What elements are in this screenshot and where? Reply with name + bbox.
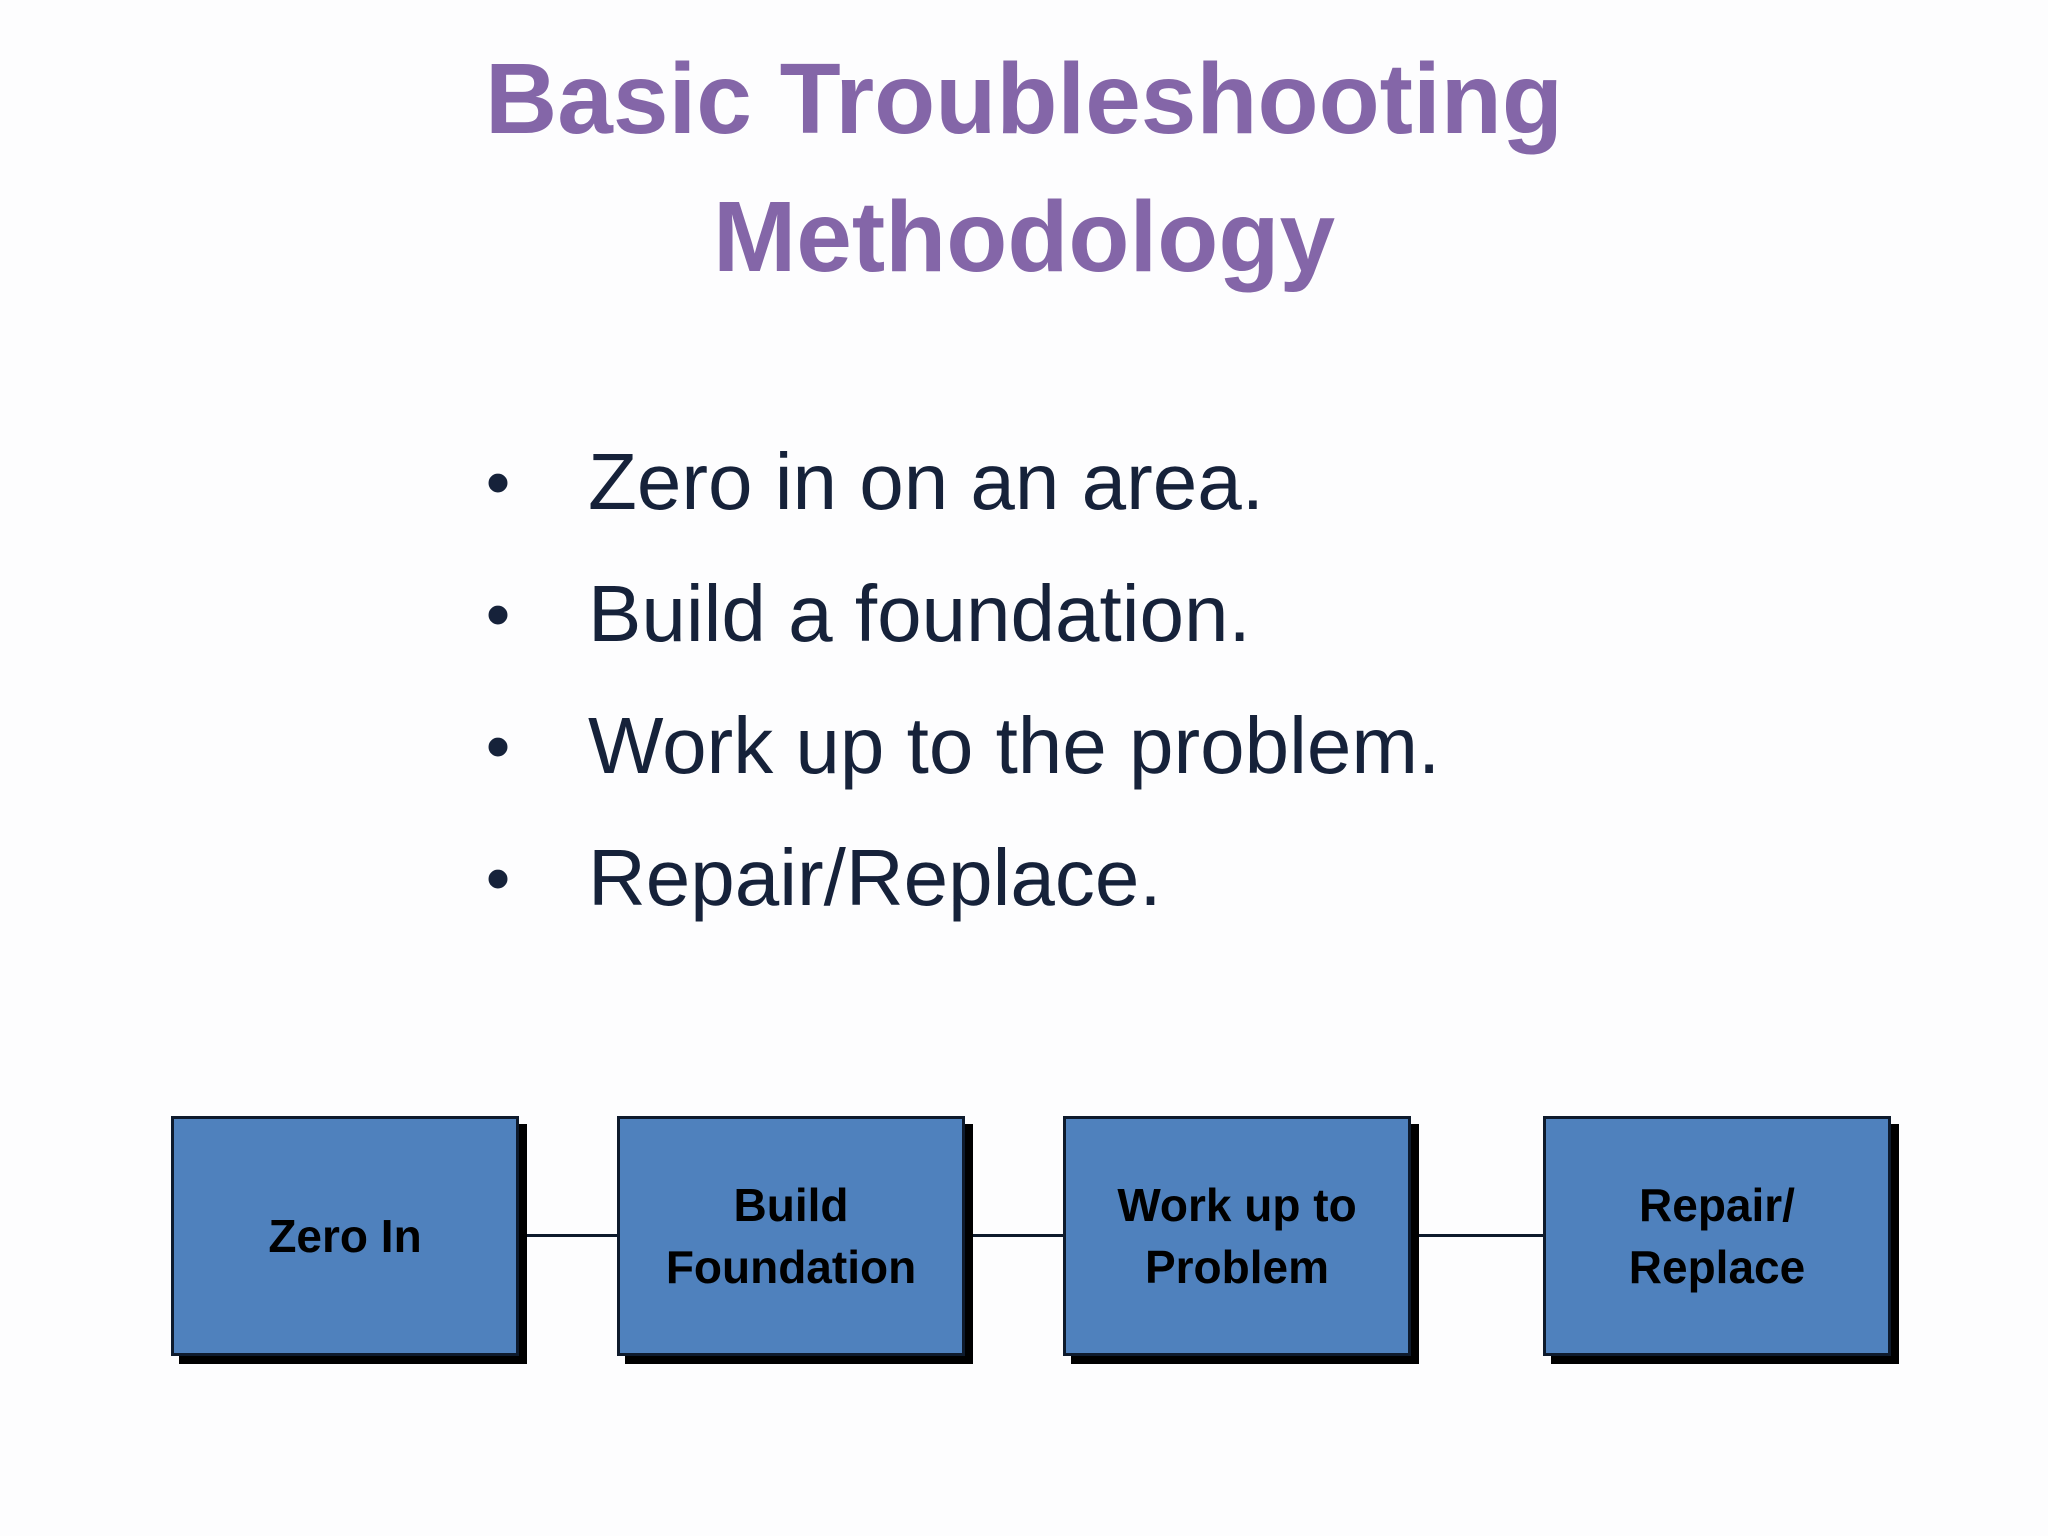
bullet-item: • Zero in on an area. — [478, 416, 1440, 548]
bullet-item: • Repair/Replace. — [478, 812, 1440, 944]
bullet-item: • Build a foundation. — [478, 548, 1440, 680]
flow-step-work-up-to-problem: Work up to Problem — [1063, 1116, 1411, 1356]
bullet-dot-icon: • — [485, 575, 511, 653]
slide-title: Basic Troubleshooting Methodology — [0, 30, 2048, 306]
flow-connector-line — [965, 1234, 1065, 1237]
flow-connector-line — [519, 1234, 619, 1237]
bullet-text: Work up to the problem. — [588, 701, 1441, 790]
flow-step-repair-replace: Repair/ Replace — [1543, 1116, 1891, 1356]
bullet-dot-icon: • — [485, 839, 511, 917]
bullet-text: Repair/Replace. — [588, 833, 1162, 922]
slide-title-line-2: Methodology — [712, 181, 1336, 293]
bullet-list: • Zero in on an area. • Build a foundati… — [478, 416, 1441, 944]
flow-step-zero-in: Zero In — [171, 1116, 519, 1356]
bullet-item: • Work up to the problem. — [478, 680, 1441, 812]
slide-title-line-1: Basic Troubleshooting — [485, 43, 1563, 155]
flow-step-build-foundation: Build Foundation — [617, 1116, 965, 1356]
bullet-dot-icon: • — [485, 707, 511, 785]
flow-connector-line — [1411, 1234, 1545, 1237]
bullet-text: Build a foundation. — [588, 569, 1251, 658]
bullet-text: Zero in on an area. — [588, 437, 1264, 526]
bullet-dot-icon: • — [485, 443, 511, 521]
